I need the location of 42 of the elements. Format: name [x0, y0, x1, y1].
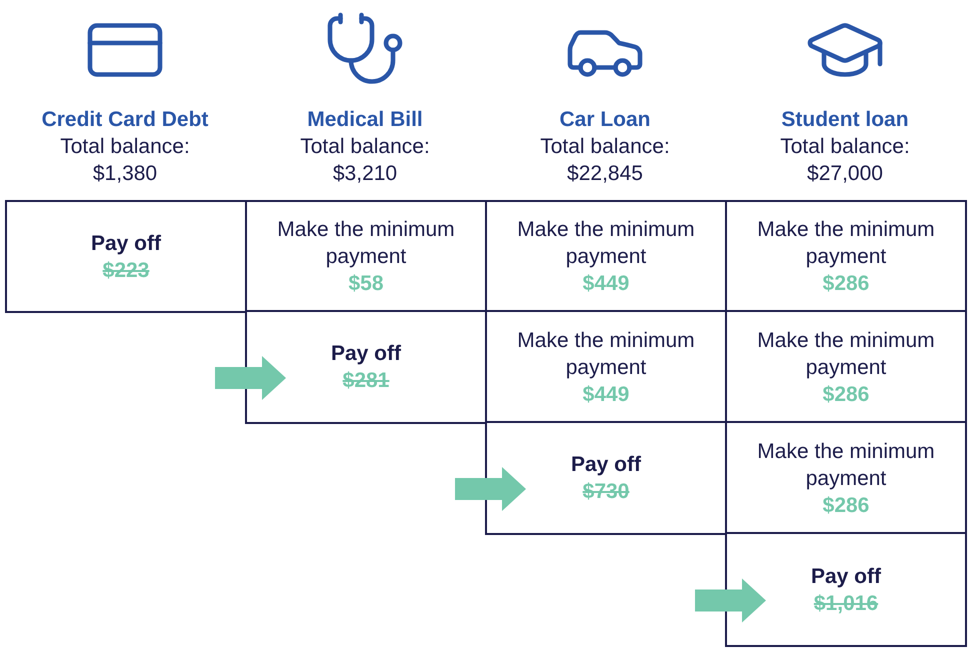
payment-amount: $449 [582, 271, 630, 297]
block-arrow [215, 356, 286, 400]
action-text: Make the minimum payment [756, 328, 936, 380]
balance-amount: $3,210 [332, 161, 398, 187]
action-text: Make the minimum payment [516, 217, 696, 270]
balance-label: Total balance: [300, 134, 430, 160]
balance-label: Total balance: [60, 134, 190, 160]
category-title: Student loan [781, 107, 909, 133]
table-cell [245, 310, 487, 424]
table-cell [725, 421, 967, 535]
table-cell [485, 421, 727, 535]
payment-amount: $286 [822, 382, 870, 408]
action-text: Make the minimum payment [516, 328, 696, 380]
balance-amount: $1,380 [92, 161, 158, 187]
action-title: Pay off [570, 452, 641, 478]
balance-label: Total balance: [540, 134, 670, 160]
action-text: Make the minimum payment [756, 217, 936, 270]
table-cell [725, 310, 967, 424]
table-cell [725, 200, 967, 313]
category-title: Medical Bill [307, 107, 423, 133]
payment-amount: $58 [348, 271, 384, 297]
block-arrow [695, 578, 766, 622]
paid-amount: $223 [102, 258, 150, 284]
paid-amount: $281 [342, 368, 390, 394]
action-title: Pay off [90, 230, 161, 256]
action-title: Pay off [330, 341, 401, 367]
action-title: Pay off [810, 564, 881, 590]
balance-label: Total balance: [780, 134, 910, 160]
balance-amount: $27,000 [807, 161, 883, 187]
paid-amount: $1,016 [814, 590, 878, 616]
category-title: Credit Card Debt [42, 107, 208, 133]
payment-amount: $449 [582, 382, 630, 408]
payment-amount: $286 [822, 271, 870, 297]
paid-amount: $730 [582, 479, 630, 505]
action-text: Make the minimum payment [756, 438, 936, 492]
table-cell [725, 532, 967, 647]
balance-amount: $22,845 [567, 161, 643, 187]
category-title: Car Loan [559, 107, 650, 133]
payment-amount: $286 [822, 492, 870, 518]
action-text: Make the minimum payment [276, 217, 456, 270]
block-arrow [455, 467, 526, 511]
table-cell [5, 200, 247, 313]
